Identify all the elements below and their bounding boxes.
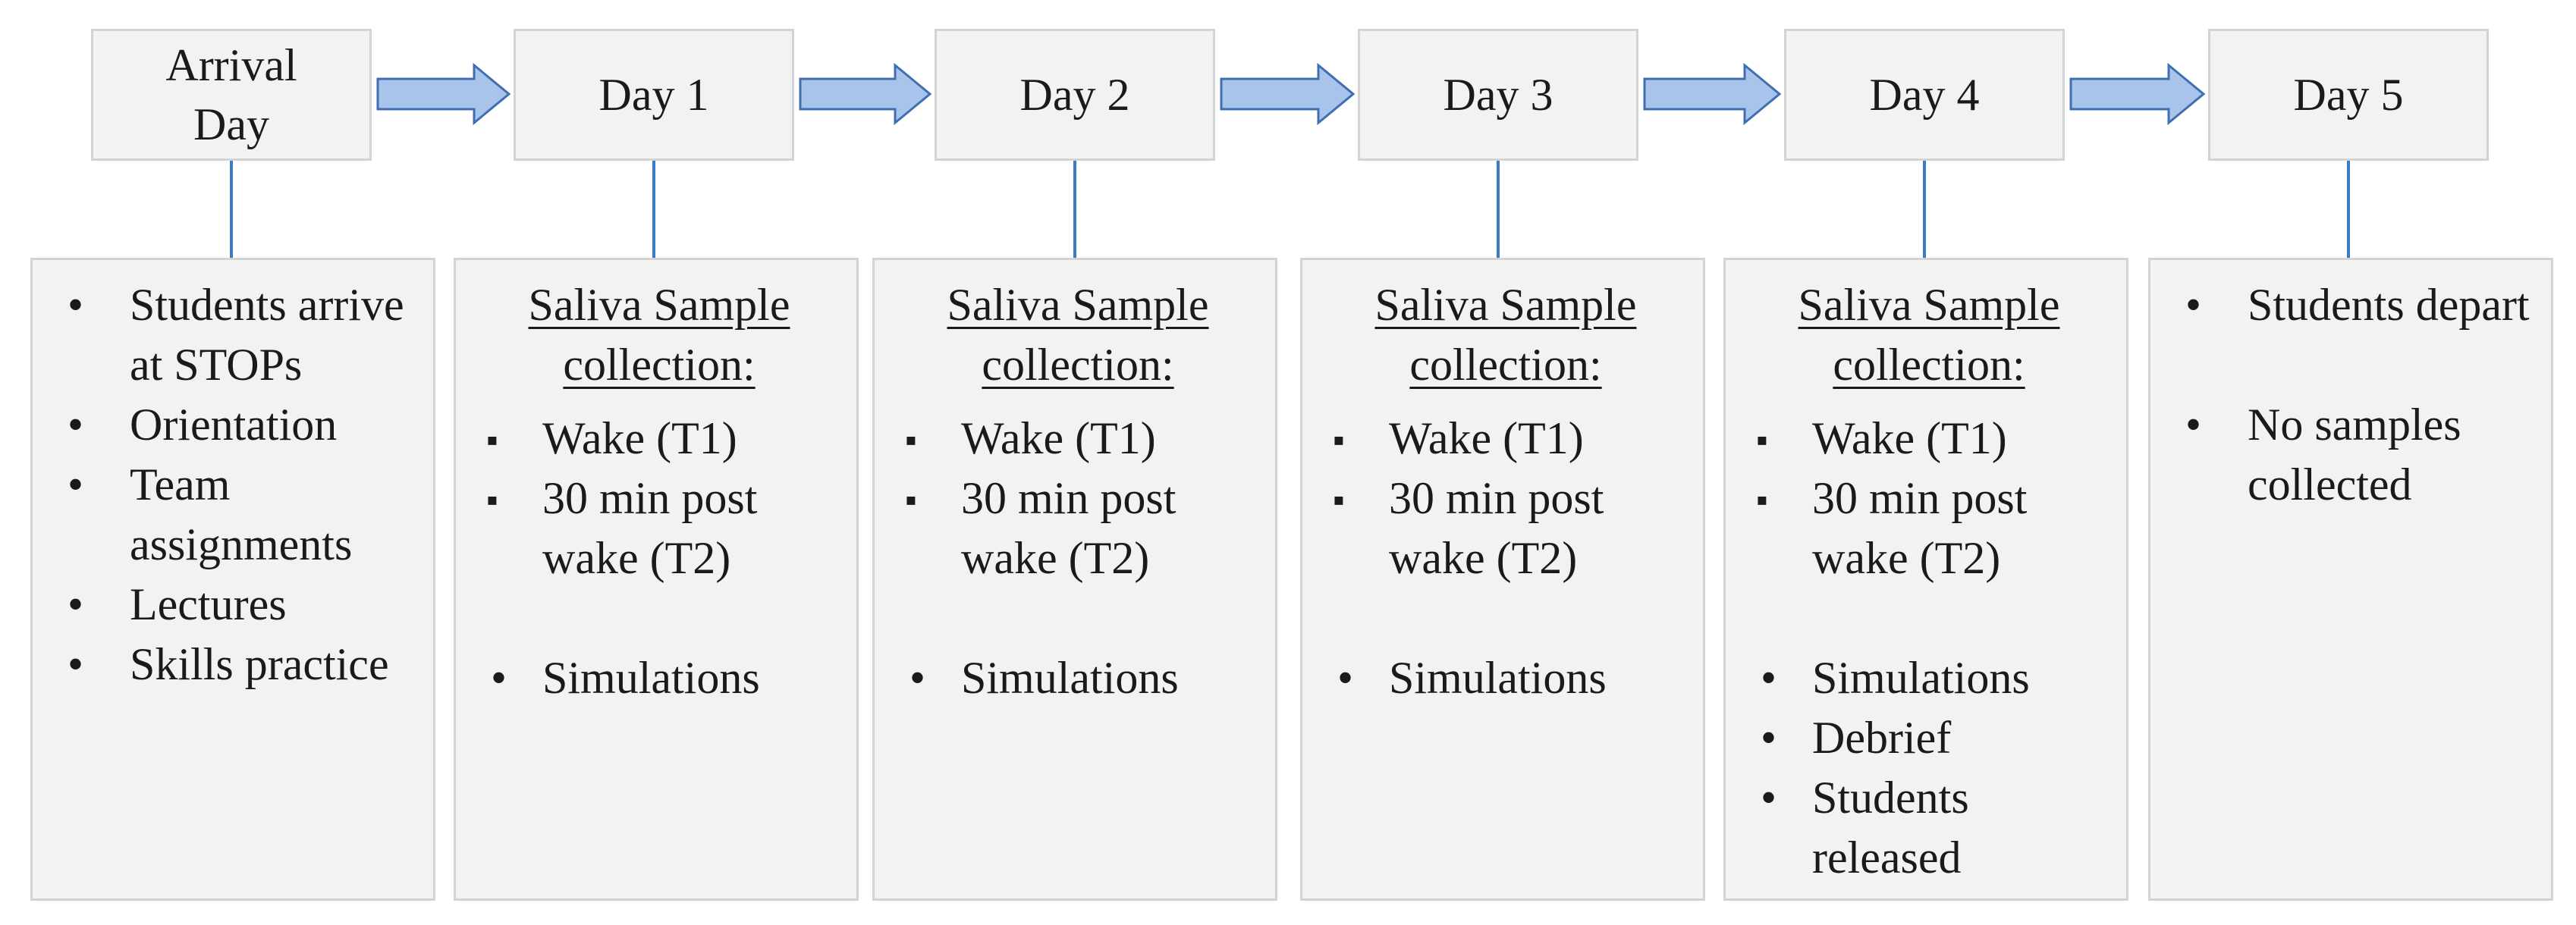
round-bullet-icon: •	[68, 579, 84, 629]
list-item: • Simulations	[888, 648, 1268, 708]
list-item: • Debrief	[1739, 708, 2119, 768]
round-bullet-icon: •	[68, 280, 84, 330]
list-item-text: Simulations	[542, 653, 760, 703]
list-item: ▪ Wake (T1)	[1739, 409, 2119, 469]
round-bullet-icon: •	[2185, 280, 2202, 330]
square-bullet-icon: ▪	[1756, 481, 1768, 519]
round-bullet-icon: •	[68, 639, 84, 689]
list-item: • Skills practice	[46, 635, 426, 695]
detail-box-4: Saliva Sample collection: ▪ Wake (T1) ▪ 30 m…	[1723, 258, 2128, 901]
list-item: • Students released	[1739, 768, 2119, 888]
right-arrow-icon	[1643, 62, 1782, 126]
round-bullet-icon: •	[68, 459, 84, 510]
list-item: • Simulations	[1739, 648, 2119, 708]
round-bullet-icon: •	[1761, 653, 1777, 703]
round-bullet-icon: •	[1761, 773, 1777, 823]
group-spacer	[1316, 588, 1695, 648]
list-item: • Students arrive at STOPs	[46, 275, 426, 395]
day-box-5: Day 5	[2208, 29, 2489, 161]
round-bullet-icon: •	[909, 653, 926, 703]
list-item: • Simulations	[1316, 648, 1695, 708]
list-item-text: Wake (T1)	[542, 413, 737, 463]
list-item-text: Simulations	[1389, 653, 1607, 703]
list-item: ▪ Wake (T1)	[470, 409, 849, 469]
detail-box-arrival: • Students arrive at STOPs • Orientation • Te…	[30, 258, 435, 901]
day-label: Day 2	[1019, 70, 1130, 120]
day-label: Day 4	[1869, 70, 1980, 120]
day-box-4: Day 4	[1784, 29, 2065, 161]
right-arrow-icon	[1220, 62, 1356, 126]
list-item-text: 30 min post wake (T2)	[961, 473, 1176, 583]
list-item: ▪ 30 min post wake (T2)	[1739, 469, 2119, 588]
list-item: • Lectures	[46, 575, 426, 635]
list-item: ▪ 30 min post wake (T2)	[1316, 469, 1695, 588]
group-spacer	[470, 588, 849, 648]
group-spacer	[888, 588, 1268, 648]
day-box-3: Day 3	[1358, 29, 1638, 161]
group-spacer	[2164, 335, 2543, 395]
list-item-text: Orientation	[130, 400, 338, 450]
list-item-text: Lectures	[130, 579, 287, 629]
round-bullet-icon: •	[1761, 713, 1777, 763]
day-label: Day 5	[2293, 70, 2404, 120]
list-item-text: No samples collected	[2248, 400, 2461, 510]
list-item-text: 30 min post wake (T2)	[1389, 473, 1604, 583]
day-box-2: Day 2	[935, 29, 1215, 161]
round-bullet-icon: •	[68, 400, 84, 450]
detail-box-2: Saliva Sample collection: ▪ Wake (T1) ▪ 30 m…	[872, 258, 1277, 901]
day-label: Arrival Day	[165, 40, 297, 149]
list-item-text: Debrief	[1812, 713, 1952, 763]
square-bullet-icon: ▪	[1333, 481, 1345, 519]
list-item-text: Wake (T1)	[1389, 413, 1584, 463]
detail-box-5: • Students depart • No samples collected	[2148, 258, 2553, 901]
square-bullet-icon: ▪	[1333, 422, 1345, 459]
list-item-text: Skills practice	[130, 639, 389, 689]
right-arrow-icon	[376, 62, 511, 126]
list-item: ▪ 30 min post wake (T2)	[470, 469, 849, 588]
right-arrow-icon	[2069, 62, 2206, 126]
list-item: ▪ Wake (T1)	[888, 409, 1268, 469]
round-bullet-icon: •	[491, 653, 507, 703]
square-bullet-icon: ▪	[1756, 422, 1768, 459]
day-box-arrival: Arrival Day	[91, 29, 372, 161]
list-item-text: Simulations	[961, 653, 1179, 703]
right-arrow-icon	[799, 62, 932, 126]
list-item-text: Team assignments	[130, 459, 353, 569]
round-bullet-icon: •	[2185, 400, 2202, 450]
sample-collection-heading: Saliva Sample collection:	[528, 280, 790, 390]
list-item: ▪ 30 min post wake (T2)	[888, 469, 1268, 588]
list-item: • No samples collected	[2164, 395, 2543, 515]
group-spacer	[1739, 588, 2119, 648]
sample-collection-heading: Saliva Sample collection:	[947, 280, 1209, 390]
list-item-text: Wake (T1)	[1812, 413, 2007, 463]
square-bullet-icon: ▪	[905, 481, 917, 519]
day-label: Day 1	[598, 70, 709, 120]
list-item-text: Simulations	[1812, 653, 2030, 703]
sample-collection-heading: Saliva Sample collection:	[1798, 280, 2060, 390]
square-bullet-icon: ▪	[486, 422, 498, 459]
list-item: • Simulations	[470, 648, 849, 708]
list-item: • Team assignments	[46, 455, 426, 575]
detail-box-1: Saliva Sample collection: ▪ Wake (T1) ▪ 30 m…	[454, 258, 859, 901]
day-box-1: Day 1	[514, 29, 794, 161]
list-item-text: Wake (T1)	[961, 413, 1156, 463]
list-item: • Students depart	[2164, 275, 2543, 335]
list-item-text: Students depart	[2248, 280, 2530, 330]
round-bullet-icon: •	[1337, 653, 1354, 703]
square-bullet-icon: ▪	[486, 481, 498, 519]
list-item-text: 30 min post wake (T2)	[542, 473, 758, 583]
list-item-text: Students released	[1812, 773, 1969, 883]
sample-collection-heading: Saliva Sample collection:	[1374, 280, 1637, 390]
square-bullet-icon: ▪	[905, 422, 917, 459]
list-item: ▪ Wake (T1)	[1316, 409, 1695, 469]
detail-box-3: Saliva Sample collection: ▪ Wake (T1) ▪ 30 m…	[1300, 258, 1705, 901]
day-label: Day 3	[1443, 70, 1553, 120]
list-item-text: Students arrive at STOPs	[130, 280, 404, 390]
list-item-text: 30 min post wake (T2)	[1812, 473, 2028, 583]
list-item: • Orientation	[46, 395, 426, 455]
